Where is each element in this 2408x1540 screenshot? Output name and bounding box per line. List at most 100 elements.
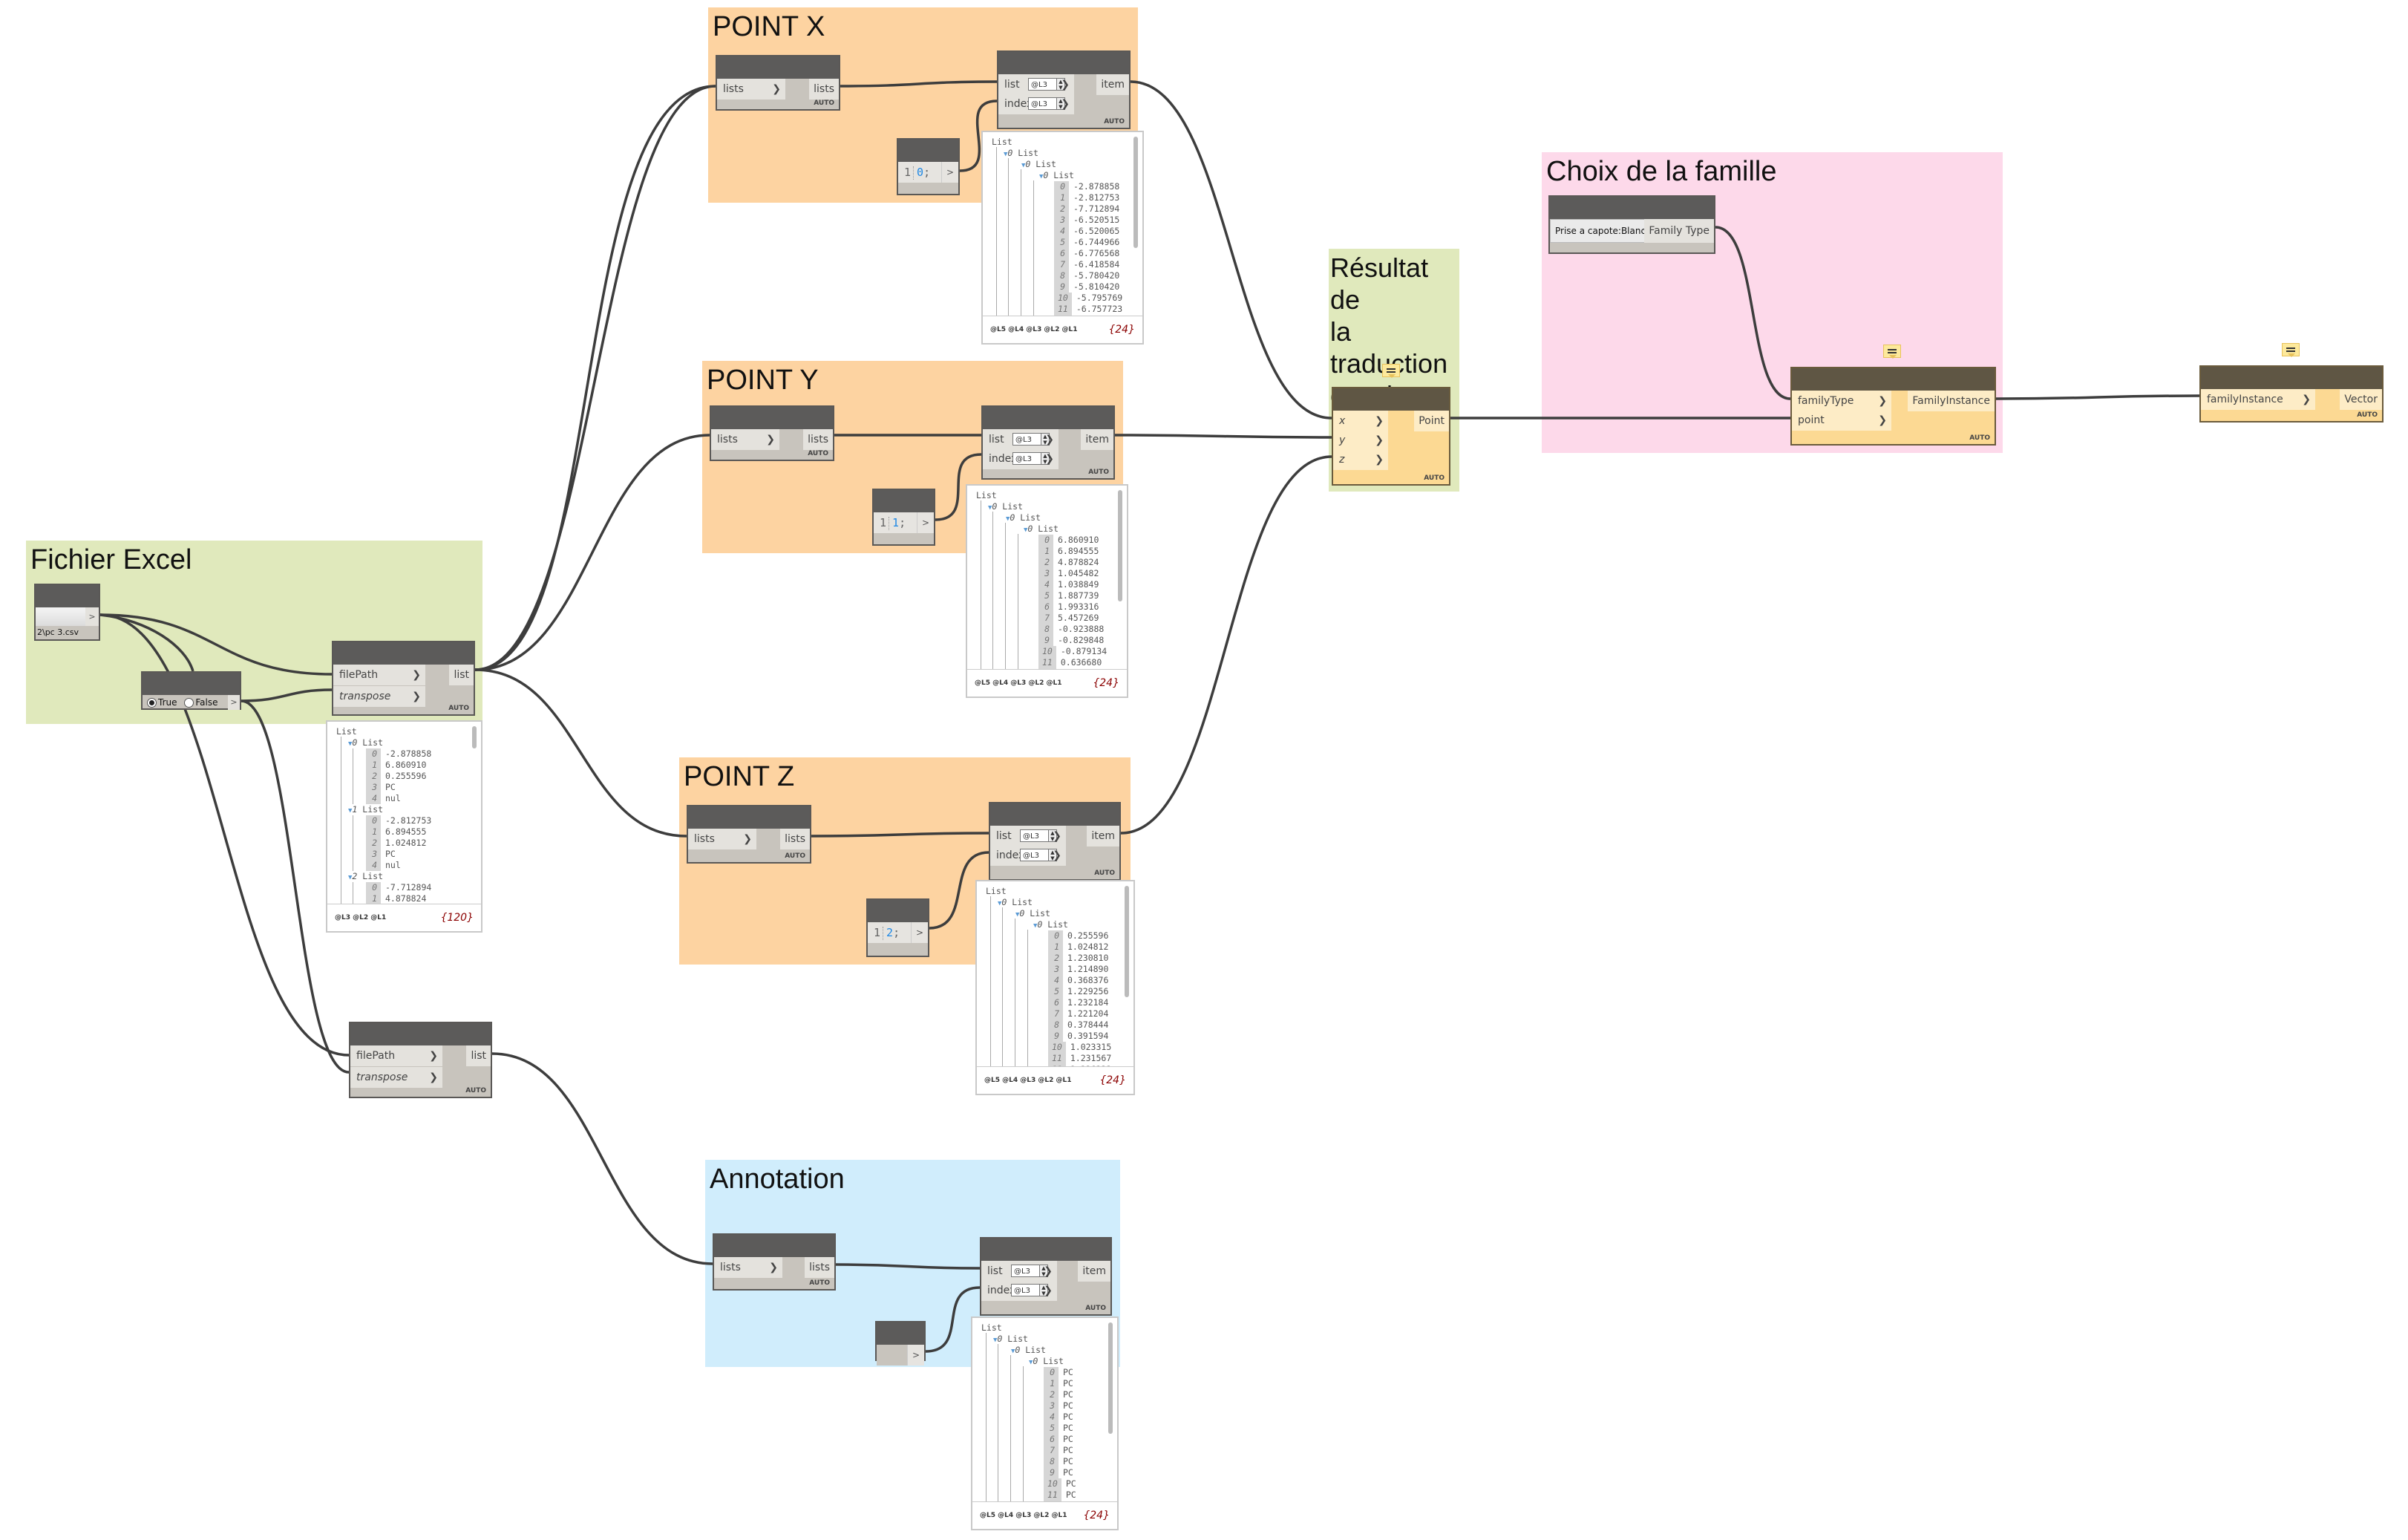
scrollbar[interactable]: [1108, 1322, 1113, 1434]
node-header[interactable]: [711, 407, 833, 429]
input-port-index[interactable]: index@L3▲▼❯: [983, 448, 1059, 469]
expand-icon[interactable]: ▼: [1011, 1348, 1015, 1355]
input-port-list[interactable]: list@L3▲▼❯: [981, 1261, 1057, 1282]
input-port-index[interactable]: index@L3▲▼❯: [981, 1280, 1057, 1301]
node-header[interactable]: [983, 407, 1113, 429]
family-types-node[interactable]: Prise a capote:Blanc ⌵ Family Type: [1548, 195, 1715, 254]
output-port-lists[interactable]: lists: [809, 79, 839, 99]
wire-csv-to-transpose-z[interactable]: [474, 668, 687, 838]
import-csv-node[interactable]: filePath❯ transpose❯ list AUTO: [332, 641, 475, 716]
node-header[interactable]: [877, 1322, 924, 1345]
node-header[interactable]: [714, 1235, 834, 1257]
input-port-lists[interactable]: lists❯: [711, 429, 779, 450]
output-port[interactable]: >: [85, 607, 99, 626]
wire-csv-to-transpose-x2[interactable]: [474, 85, 716, 671]
input-port-index[interactable]: index@L3▲▼❯: [998, 94, 1074, 114]
wire-csv-to-transpose-x[interactable]: [474, 85, 716, 671]
input-port-list[interactable]: list@L3▲▼❯: [983, 429, 1059, 450]
output-port-list[interactable]: list: [466, 1045, 491, 1066]
node-header[interactable]: [717, 56, 839, 79]
input-port-index[interactable]: index@L3▲▼❯: [990, 845, 1066, 866]
output-port-item[interactable]: item: [1078, 1261, 1110, 1282]
input-port-family-type[interactable]: familyType❯: [1792, 391, 1891, 411]
expand-icon[interactable]: ▼: [1029, 1359, 1033, 1366]
wire-csv-to-transpose-y[interactable]: [474, 434, 710, 671]
expand-icon[interactable]: ▼: [998, 900, 1002, 907]
output-port[interactable]: >: [228, 695, 240, 710]
input-port-point[interactable]: point❯: [1792, 410, 1891, 431]
level-spinner[interactable]: ▲▼: [1041, 452, 1050, 465]
output-port-lists[interactable]: lists: [805, 1257, 834, 1278]
input-port-transpose[interactable]: transpose❯: [350, 1067, 442, 1088]
expand-icon[interactable]: ▼: [1021, 162, 1026, 169]
input-port-filepath[interactable]: filePath❯: [333, 665, 425, 685]
point-by-coordinates-node[interactable]: x❯ y❯ z❯ Point AUTO: [1332, 387, 1450, 486]
output-port-list[interactable]: list: [449, 665, 474, 685]
output-port-item[interactable]: item: [1087, 826, 1119, 846]
level-selector[interactable]: @L3: [1011, 1265, 1044, 1277]
input-port-filepath[interactable]: filePath❯: [350, 1045, 442, 1066]
expand-icon[interactable]: ▼: [348, 807, 353, 815]
node-header[interactable]: [1333, 388, 1449, 411]
expand-icon[interactable]: ▼: [1006, 515, 1010, 523]
input-port-lists[interactable]: lists❯: [688, 829, 756, 849]
input-port-z[interactable]: z❯: [1333, 449, 1388, 470]
input-port-family-instance[interactable]: familyInstance❯: [2201, 389, 2315, 410]
import-csv-node-2[interactable]: filePath❯ transpose❯ list AUTO: [349, 1022, 492, 1098]
node-header[interactable]: [333, 642, 474, 665]
radio-true[interactable]: [147, 698, 157, 708]
node-header[interactable]: [1550, 197, 1714, 219]
input-port-transpose[interactable]: transpose❯: [333, 686, 425, 707]
expand-icon[interactable]: ▼: [993, 1337, 998, 1344]
wire-getitem-z-to-point[interactable]: [1120, 455, 1332, 835]
level-spinner[interactable]: ▲▼: [1039, 1284, 1048, 1296]
level-selector[interactable]: @L3: [1028, 78, 1061, 91]
wire-getitem-x-to-point[interactable]: [1130, 80, 1332, 420]
level-spinner[interactable]: ▲▼: [1056, 78, 1065, 91]
expand-icon[interactable]: ▼: [1004, 151, 1008, 158]
input-port-lists[interactable]: lists❯: [717, 79, 785, 99]
wire-getitem-y-to-point[interactable]: [1114, 434, 1332, 439]
level-spinner[interactable]: ▲▼: [1048, 849, 1057, 861]
output-port-vector[interactable]: Vector: [2340, 389, 2382, 410]
node-header[interactable]: [688, 806, 810, 829]
input-port-x[interactable]: x❯: [1333, 411, 1388, 431]
node-header[interactable]: [898, 140, 958, 162]
level-spinner[interactable]: ▲▼: [1048, 829, 1057, 842]
input-port-list[interactable]: list@L3▲▼❯: [990, 826, 1066, 846]
expand-icon[interactable]: ▼: [348, 874, 353, 881]
file-path-node[interactable]: > 2\pc 3.csv: [34, 584, 100, 641]
code-block-editor[interactable]: [877, 1345, 908, 1366]
output-port-item[interactable]: item: [1096, 74, 1129, 95]
output-port-point[interactable]: Point: [1414, 411, 1449, 431]
expand-icon[interactable]: ▼: [348, 740, 353, 748]
expand-icon[interactable]: ▼: [1024, 526, 1028, 534]
family-type-dropdown[interactable]: Prise a capote:Blanc ⌵: [1550, 219, 1654, 243]
output-port[interactable]: >: [911, 922, 928, 943]
scrollbar[interactable]: [472, 726, 477, 748]
note-icon[interactable]: [1382, 364, 1400, 378]
node-header[interactable]: [990, 803, 1119, 826]
code-block-node-annotation[interactable]: >: [875, 1321, 926, 1366]
level-selector[interactable]: @L3: [1011, 1284, 1044, 1296]
scrollbar[interactable]: [1125, 886, 1129, 997]
output-port-item[interactable]: item: [1081, 429, 1113, 450]
expand-icon[interactable]: ▼: [1015, 911, 1020, 919]
node-header[interactable]: [36, 585, 99, 607]
output-port[interactable]: >: [941, 162, 958, 183]
file-path-browse-field[interactable]: [36, 607, 85, 626]
level-spinner[interactable]: ▲▼: [1056, 97, 1065, 110]
